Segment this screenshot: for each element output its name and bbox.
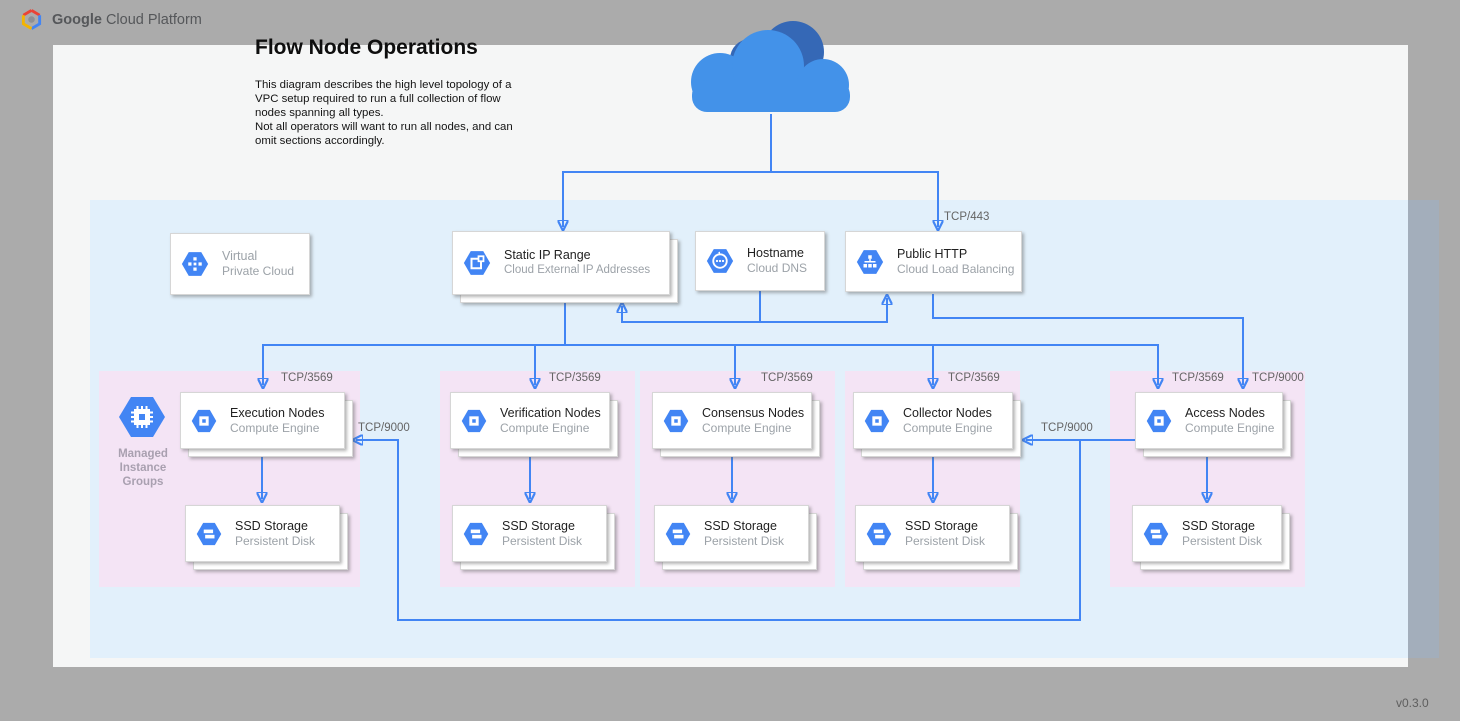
card-subtitle: Persistent Disk — [1182, 533, 1263, 548]
compute-engine-icon — [191, 409, 217, 432]
card-title: SSD Storage — [704, 518, 777, 533]
card-title: Execution Nodes — [230, 405, 325, 420]
card-title: Access Nodes — [1185, 405, 1265, 420]
compute-engine-icon — [461, 409, 487, 432]
port-label-tcp443: TCP/443 — [944, 211, 990, 223]
consensus-nodes-card[interactable]: Consensus Nodes Compute Engine — [652, 392, 820, 457]
hostname-card[interactable]: Hostname Cloud DNS — [695, 231, 825, 291]
brand-bold: Google — [52, 11, 102, 28]
card-title: Public HTTP — [897, 246, 968, 261]
access-nodes-card[interactable]: Access Nodes Compute Engine — [1135, 392, 1291, 457]
virtual-private-cloud-card[interactable]: Virtual Private Cloud — [170, 233, 310, 295]
card-subtitle: Cloud DNS — [747, 261, 808, 275]
managed-instance-groups-label: Managed Instance Groups — [118, 448, 168, 488]
persistent-disk-icon — [1143, 522, 1169, 545]
card-subtitle: Persistent Disk — [704, 533, 785, 548]
page-description: This diagram describes the high level to… — [255, 78, 533, 148]
execution-ssd-card[interactable]: SSD Storage Persistent Disk — [185, 505, 348, 570]
card-title: Hostname — [747, 246, 804, 260]
port-label-tcp3569-execution: TCP/3569 — [281, 372, 333, 384]
compute-engine-icon — [864, 409, 890, 432]
port-label-tcp3569-collector: TCP/3569 — [948, 372, 1000, 384]
card-subtitle: Cloud Load Balancing — [897, 261, 1015, 276]
port-label-tcp9000-access: TCP/9000 — [1252, 372, 1304, 384]
persistent-disk-icon — [665, 522, 691, 545]
port-label-tcp9000-collector: TCP/9000 — [1041, 422, 1093, 434]
port-label-tcp3569-consensus: TCP/3569 — [761, 372, 813, 384]
card-subtitle: Compute Engine — [230, 420, 320, 435]
vpc-region-overhang — [1408, 200, 1439, 658]
description-paragraph-2: Not all operators will want to run all n… — [255, 121, 513, 147]
internet-cloud-icon — [691, 21, 850, 112]
card-title: SSD Storage — [235, 518, 308, 533]
card-title: SSD Storage — [1182, 518, 1255, 533]
managed-instance-group-icon — [119, 397, 165, 437]
static-ip-range-card[interactable]: Static IP Range Cloud External IP Addres… — [452, 231, 678, 303]
page-title: Flow Node Operations — [255, 36, 478, 59]
card-title: Consensus Nodes — [702, 405, 805, 420]
brand-rest: Cloud Platform — [105, 11, 202, 28]
card-title: Static IP Range — [504, 248, 591, 262]
card-title: Collector Nodes — [903, 405, 992, 420]
consensus-ssd-card[interactable]: SSD Storage Persistent Disk — [654, 505, 817, 570]
port-label-tcp9000-execution: TCP/9000 — [358, 422, 410, 434]
verification-ssd-card[interactable]: SSD Storage Persistent Disk — [452, 505, 615, 570]
verification-nodes-card[interactable]: Verification Nodes Compute Engine — [450, 392, 618, 457]
compute-engine-icon — [663, 409, 689, 432]
persistent-disk-icon — [866, 522, 892, 545]
access-ssd-card[interactable]: SSD Storage Persistent Disk — [1132, 505, 1290, 570]
port-label-tcp3569-access: TCP/3569 — [1172, 372, 1224, 384]
card-subtitle: Private Cloud — [222, 264, 295, 278]
card-title: SSD Storage — [905, 518, 978, 533]
version-label: v0.3.0 — [1396, 696, 1429, 710]
card-subtitle: Compute Engine — [702, 420, 792, 435]
card-subtitle: Compute Engine — [903, 420, 993, 435]
card-subtitle: Persistent Disk — [905, 533, 986, 548]
public-http-card[interactable]: Public HTTP Cloud Load Balancing — [845, 231, 1022, 292]
persistent-disk-icon — [463, 522, 489, 545]
card-subtitle: Persistent Disk — [502, 533, 583, 548]
description-paragraph-1: This diagram describes the high level to… — [255, 79, 512, 119]
persistent-disk-icon — [196, 522, 222, 545]
card-subtitle: Cloud External IP Addresses — [504, 264, 651, 276]
compute-engine-icon — [1146, 409, 1172, 432]
collector-ssd-card[interactable]: SSD Storage Persistent Disk — [855, 505, 1018, 570]
vpc-icon — [181, 252, 209, 276]
cloud-dns-icon — [706, 249, 734, 273]
port-label-tcp3569-verification: TCP/3569 — [549, 372, 601, 384]
load-balancer-icon — [856, 249, 884, 274]
card-subtitle: Compute Engine — [1185, 420, 1275, 435]
card-title: SSD Storage — [502, 518, 575, 533]
card-subtitle: Compute Engine — [500, 420, 590, 435]
card-subtitle: Persistent Disk — [235, 533, 316, 548]
card-title: Virtual — [222, 249, 258, 263]
execution-nodes-card[interactable]: Execution Nodes Compute Engine — [180, 392, 353, 457]
external-ip-icon — [463, 251, 491, 275]
collector-nodes-card[interactable]: Collector Nodes Compute Engine — [853, 392, 1021, 457]
card-title: Verification Nodes — [500, 405, 601, 420]
gcp-hexagon-logo-icon — [21, 9, 42, 30]
